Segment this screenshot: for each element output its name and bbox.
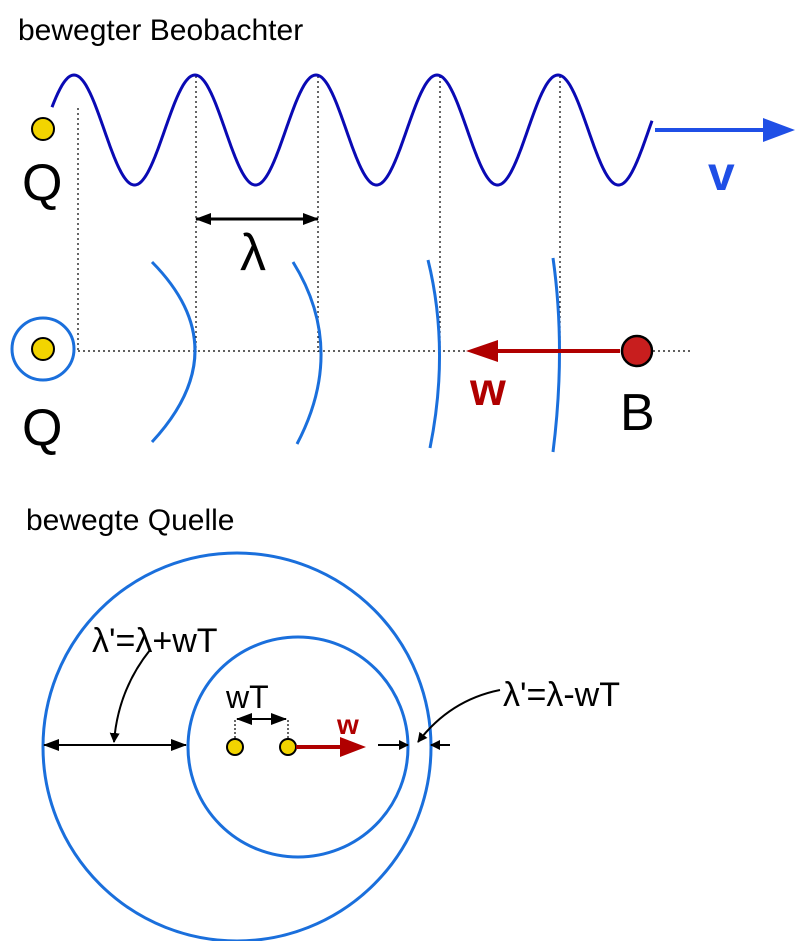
lambda-plus-pointer <box>109 649 151 743</box>
source-dot-upper <box>31 117 55 141</box>
velocity-v-arrow <box>655 118 795 142</box>
source-velocity-label: w <box>336 709 359 740</box>
wavelength-label: λ <box>240 224 266 282</box>
lambda-plus-label: λ'=λ+wT <box>92 622 218 660</box>
shift-label: wT <box>225 679 269 715</box>
source-dot-previous <box>226 738 244 756</box>
section-title-moving-observer: bewegter Beobachter <box>18 14 303 47</box>
observer-velocity-arrow <box>466 340 620 362</box>
wavefront-arc <box>551 257 561 453</box>
source-dot-lower <box>31 337 55 361</box>
wavefront-arc <box>291 261 323 445</box>
wavefront-circle <box>10 316 76 382</box>
observer-label: B <box>620 384 655 442</box>
observer-dot <box>620 334 654 368</box>
sine-wave <box>50 73 654 187</box>
lambda-minus-pointer <box>417 689 501 743</box>
section-title-moving-source: bewegte Quelle <box>26 504 234 537</box>
guide-lines <box>77 76 561 352</box>
observer-velocity-label: w <box>469 363 506 415</box>
lambda-minus-label: λ'=λ-wT <box>503 676 620 714</box>
source-dot-current <box>279 738 297 756</box>
wavefronts <box>10 257 561 453</box>
shift-guides <box>234 720 289 740</box>
source-velocity-arrow <box>296 737 366 757</box>
wavefront-arc <box>426 259 441 449</box>
wavefront-arc <box>150 260 197 444</box>
velocity-v-label: v <box>708 148 735 201</box>
source-label-lower: Q <box>22 399 62 457</box>
source-label-upper: Q <box>22 154 62 212</box>
